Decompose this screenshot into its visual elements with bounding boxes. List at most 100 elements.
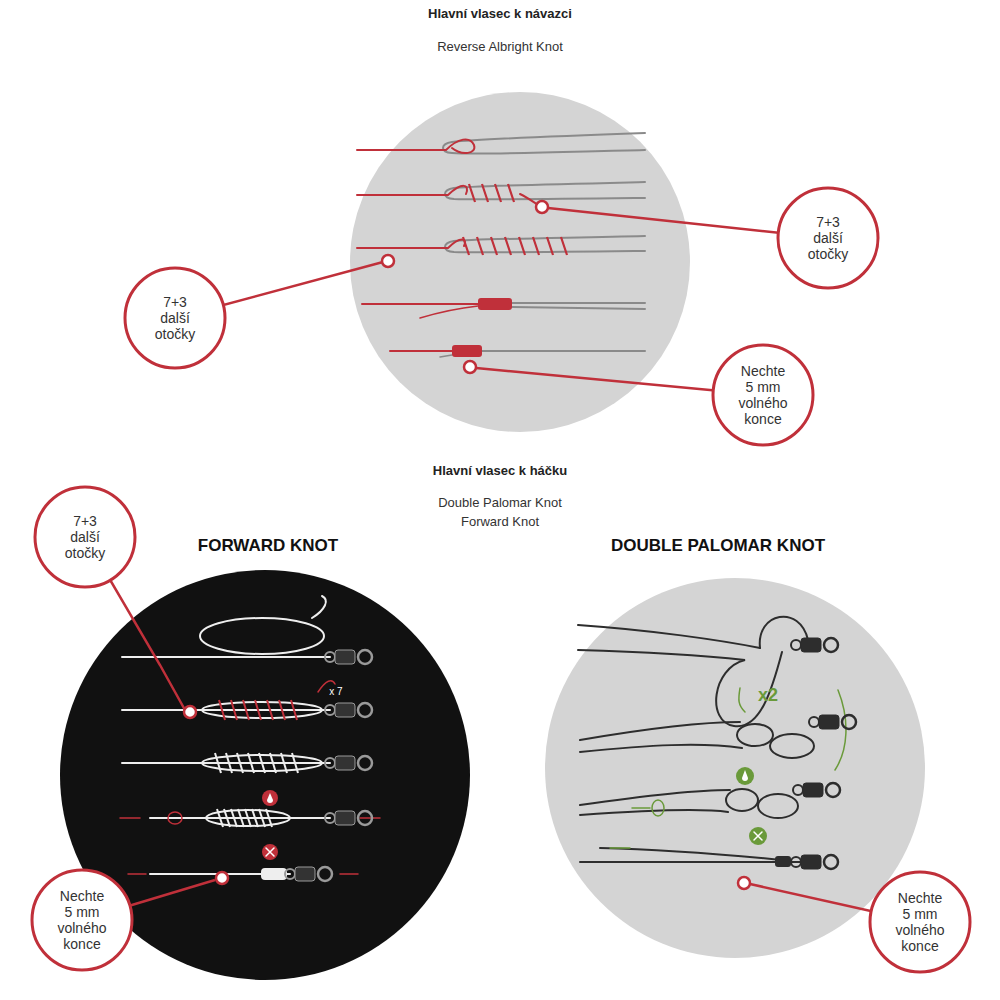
count-mark: x2 — [758, 685, 778, 707]
callout-text: 7+3 další otočky — [148, 294, 203, 342]
callout-circle: Nechte 5 mm volného konce — [711, 343, 815, 447]
main-line — [357, 240, 465, 249]
tag-end — [312, 596, 326, 618]
main-line — [357, 139, 474, 153]
wet-icon — [742, 770, 748, 781]
knot-turn — [758, 794, 798, 818]
leader-ring — [216, 872, 228, 884]
callout-body: 7+3 další otočky — [776, 186, 880, 290]
coil-turn — [279, 700, 285, 720]
swivel — [325, 703, 372, 717]
swivel-body — [335, 756, 355, 770]
main-line — [580, 745, 742, 752]
tied-knot — [262, 869, 286, 879]
coil-turn — [224, 809, 230, 827]
pull-mark — [652, 800, 664, 816]
coil-turn — [267, 700, 273, 720]
line-loop — [206, 810, 290, 826]
coil-turn — [547, 237, 553, 255]
coil-turn — [215, 753, 221, 773]
callout-circle: 7+3 další otočky — [33, 485, 137, 589]
swivel-eye — [325, 813, 335, 823]
knot-name: Double Palomar Knot — [438, 495, 562, 511]
coil-turn — [292, 753, 298, 773]
swivel-body — [801, 855, 821, 869]
knot-name: Reverse Albright Knot — [437, 39, 563, 55]
callout-ring — [870, 872, 970, 972]
swivel-eye — [318, 867, 332, 881]
cut-icon — [749, 827, 767, 845]
panel-heading: DOUBLE PALOMAR KNOT — [611, 536, 825, 556]
coil-turn — [259, 753, 265, 773]
callout-ring — [713, 345, 813, 445]
coil-turn — [219, 700, 225, 720]
swivel-eye — [824, 855, 838, 869]
palomar-knot — [578, 617, 846, 866]
swivel-body — [335, 650, 355, 664]
coil-turn — [217, 809, 223, 827]
cut-icon — [266, 848, 274, 856]
wet-icon — [736, 767, 754, 785]
callout-circle: 7+3 další otočky — [123, 266, 227, 370]
coil-turn — [237, 753, 243, 773]
main-line — [580, 722, 740, 740]
coil-turn — [491, 237, 497, 255]
callout-text: Nechte 5 mm volného konce — [893, 890, 948, 954]
callout-text: Nechte 5 mm volného konce — [736, 363, 791, 427]
swivel — [791, 638, 838, 652]
callout-body: 7+3 další otočky — [33, 485, 137, 589]
callout-circle: Nechte 5 mm volného konce — [868, 870, 972, 974]
main-line — [357, 186, 467, 195]
callout-text: 7+3 další otočky — [58, 513, 113, 561]
knot-turn — [770, 734, 814, 758]
coil-turn — [495, 184, 501, 202]
callout-circle: Nechte 5 mm volného konce — [30, 868, 134, 972]
swivel-eye — [842, 715, 856, 729]
coil-turn — [243, 700, 249, 720]
coil-turn — [231, 809, 237, 827]
albright-panel — [350, 92, 690, 432]
knot-turn — [737, 724, 773, 746]
main-line — [578, 625, 760, 648]
swivel-eye — [824, 638, 838, 652]
wet-icon — [267, 793, 273, 803]
callout-text: 7+3 další otočky — [801, 214, 856, 262]
pull-arrow — [610, 808, 650, 848]
palomar-panel — [545, 578, 925, 958]
tag-end — [600, 848, 782, 860]
swivel-eye — [358, 756, 372, 770]
swivel — [325, 756, 372, 770]
swivel-body — [295, 867, 315, 881]
coil-turn — [463, 237, 469, 255]
callout-body: Nechte 5 mm volného konce — [711, 343, 815, 447]
cut-icon — [754, 832, 762, 840]
wrapped-knot — [452, 345, 482, 357]
callout-text: Nechte 5 mm volného konce — [55, 888, 110, 952]
callout-ring — [35, 487, 135, 587]
coil-turn — [519, 237, 525, 255]
count-mark: x 7 — [329, 686, 342, 698]
main-line — [580, 790, 730, 805]
pull-mark — [168, 812, 182, 824]
swivel-body — [801, 638, 821, 652]
swivel-eye — [358, 650, 372, 664]
leader-line-loop — [445, 182, 645, 199]
swivel-eye — [791, 857, 801, 867]
knot-name: Forward Knot — [461, 514, 539, 530]
main-line — [122, 709, 330, 711]
swivel-eye — [325, 705, 335, 715]
section-heading: Hlavní vlasec k háčku — [433, 463, 567, 479]
swivel-eye — [793, 785, 803, 795]
turn-arrow — [835, 690, 846, 770]
turn-arrow — [739, 688, 745, 712]
callout-ring — [125, 268, 225, 368]
swivel — [285, 867, 332, 881]
coil-turn — [482, 184, 488, 202]
coil-turn — [508, 184, 514, 202]
swivel-eye — [791, 640, 801, 650]
swivel-body — [335, 811, 355, 825]
coil-turn — [477, 237, 483, 255]
tied-knot — [776, 857, 790, 866]
swivel-eye — [826, 783, 840, 797]
